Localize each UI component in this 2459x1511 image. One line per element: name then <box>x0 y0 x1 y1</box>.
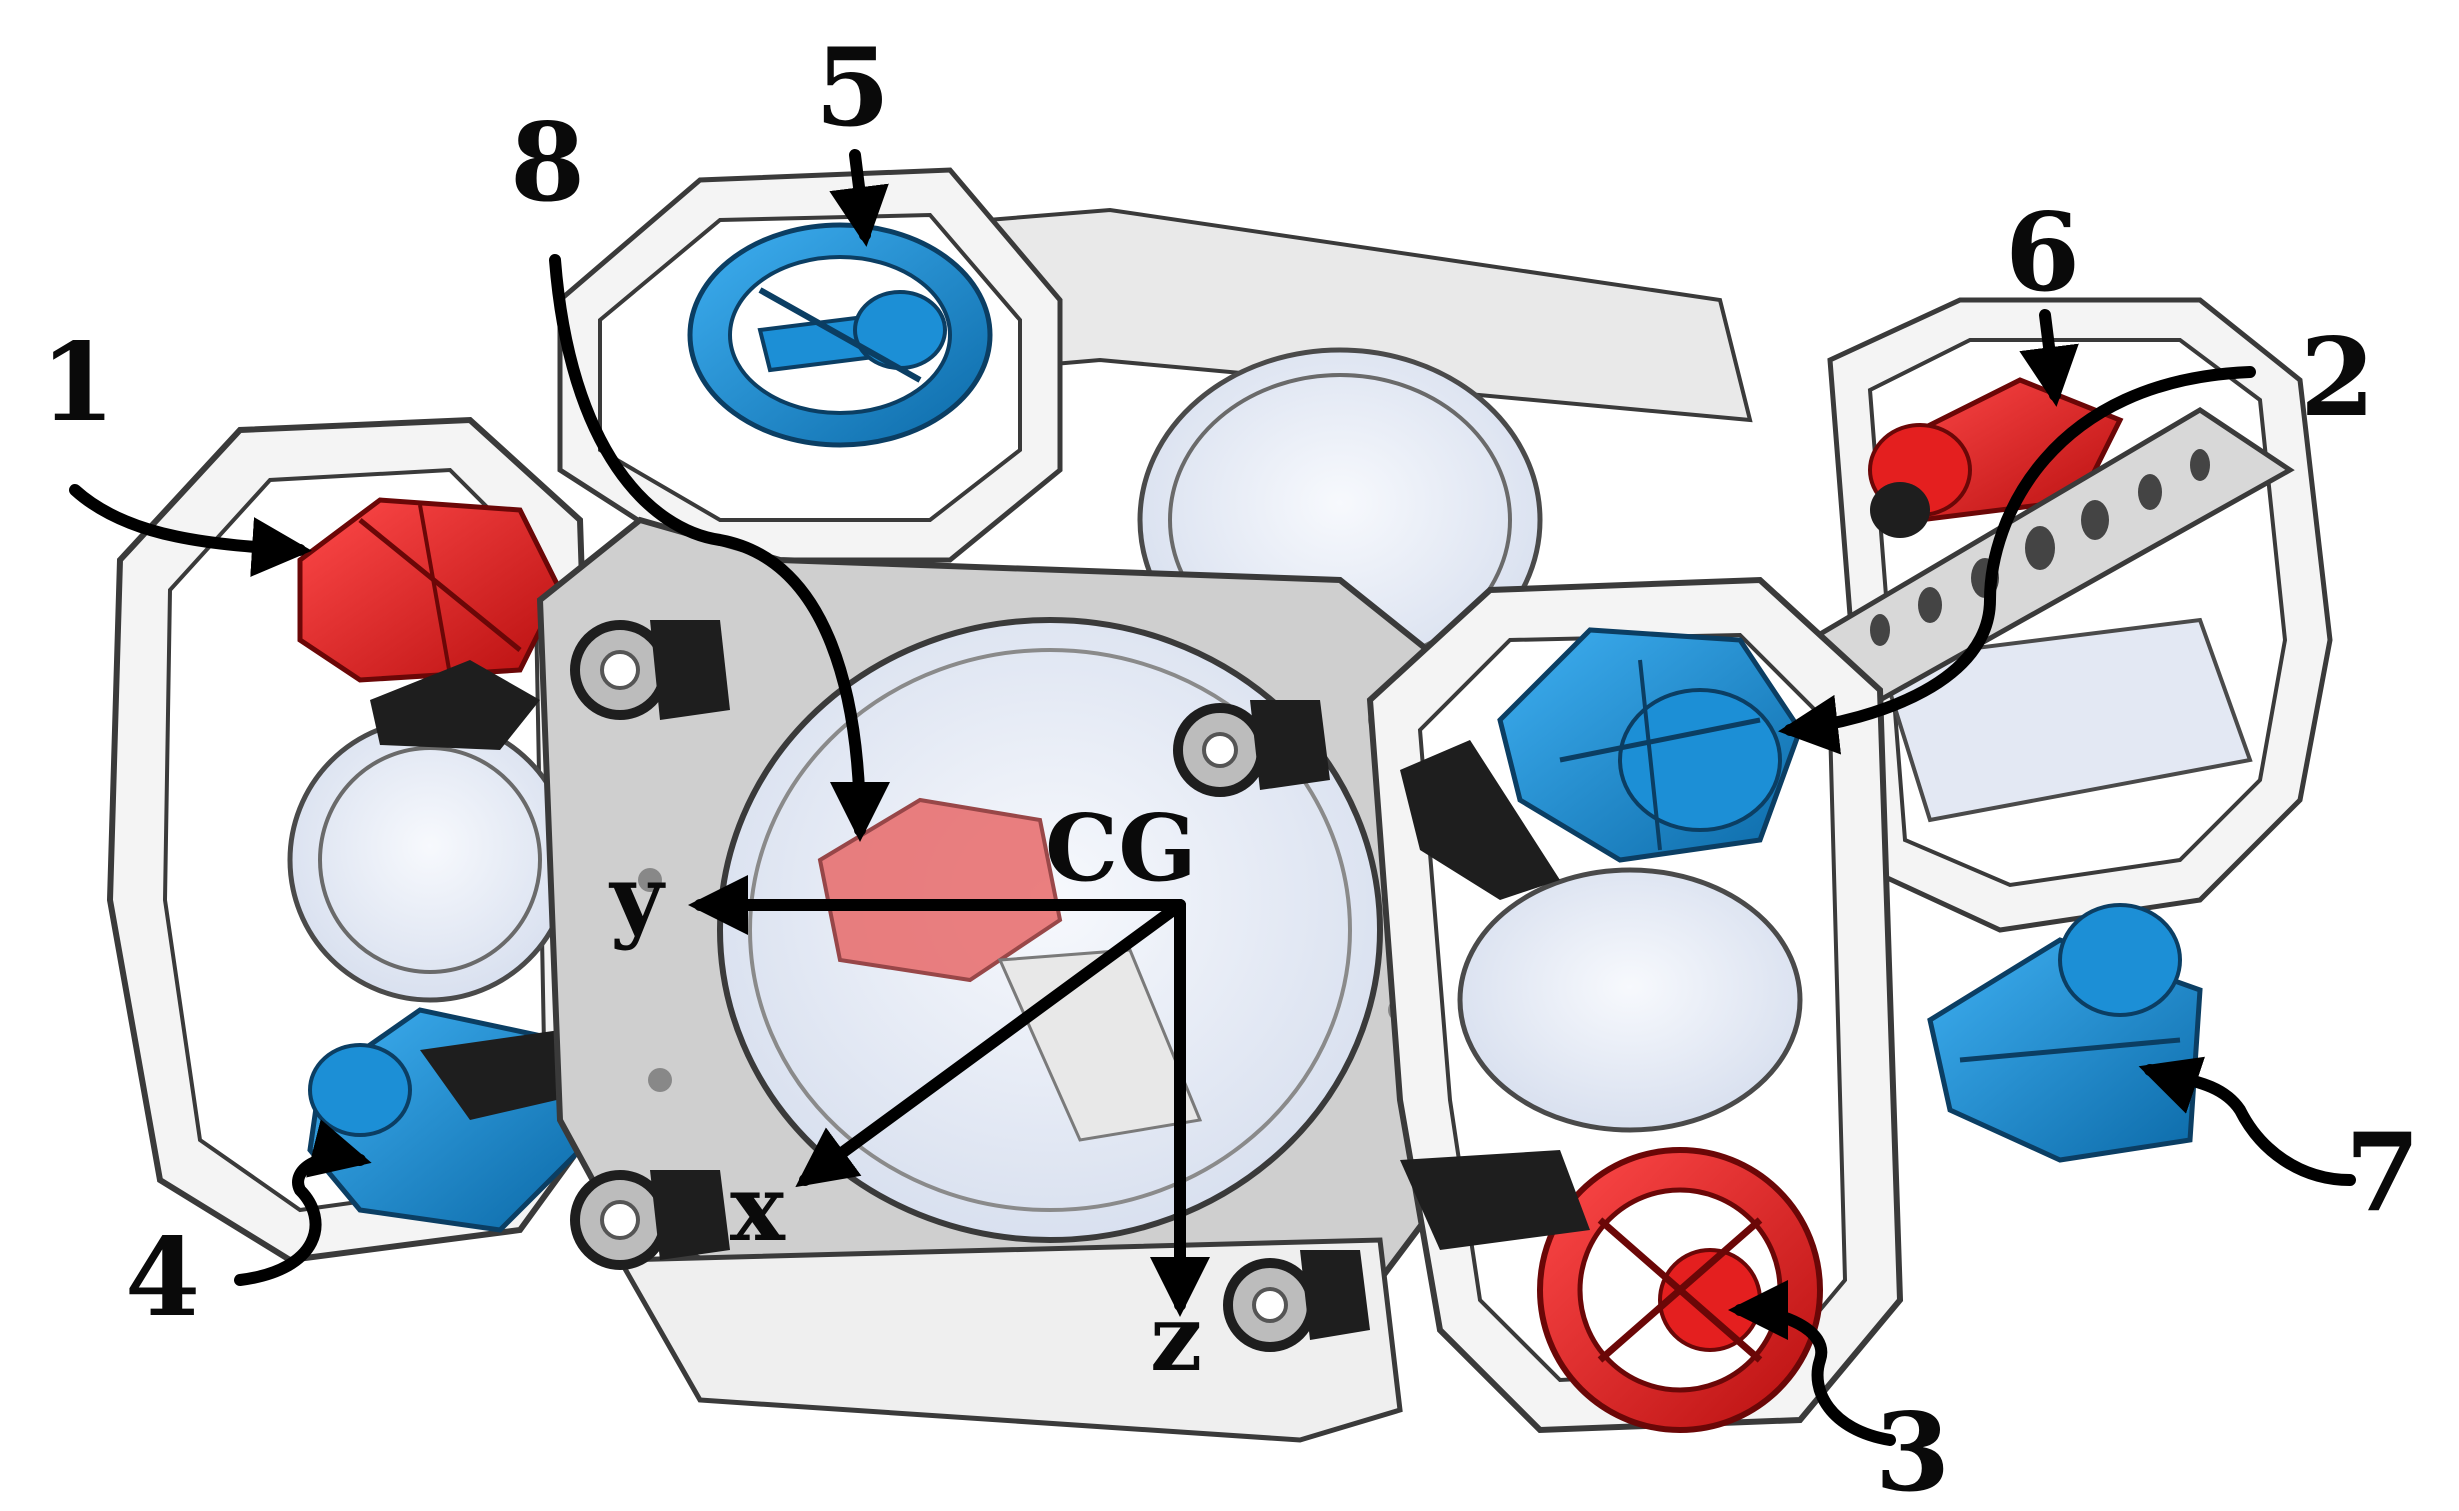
callout-arrows <box>69 149 2356 1446</box>
label-6: 6 <box>2005 190 2080 316</box>
arrow-7 <box>2138 1056 2356 1186</box>
label-z: z <box>1150 1284 1202 1392</box>
label-4: 4 <box>125 1215 200 1341</box>
label-5: 5 <box>815 25 890 151</box>
label-y: y <box>608 844 666 952</box>
label-cg: CG <box>1045 794 1197 902</box>
arrow-5 <box>829 149 889 247</box>
label-x: x <box>730 1154 786 1262</box>
cg-axes <box>688 875 1210 1317</box>
thruster-5 <box>687 222 993 448</box>
label-7: 7 <box>2345 1110 2420 1236</box>
x-axis-arrow <box>795 899 1186 1188</box>
thruster-6 <box>1868 377 2124 538</box>
thruster-1 <box>297 497 563 750</box>
thruster-7 <box>1927 903 2203 1163</box>
arrow-1 <box>69 484 312 577</box>
thruster-4 <box>307 1007 600 1233</box>
label-8: 8 <box>510 100 585 226</box>
arrow-6 <box>2019 309 2079 407</box>
arrow-4 <box>234 1119 372 1286</box>
labels: 1 2 3 4 5 6 7 8 CG y x z <box>40 25 2420 1511</box>
label-1: 1 <box>40 320 115 446</box>
label-2: 2 <box>2300 315 2375 441</box>
thruster-3 <box>1400 1147 1823 1433</box>
arrow-3 <box>1728 1280 1896 1446</box>
thruster-2 <box>1400 627 1803 900</box>
motor-pods <box>570 620 1370 1352</box>
arrow-2 <box>1778 366 2256 755</box>
arrow-8 <box>549 254 890 842</box>
label-3: 3 <box>1875 1390 1950 1506</box>
